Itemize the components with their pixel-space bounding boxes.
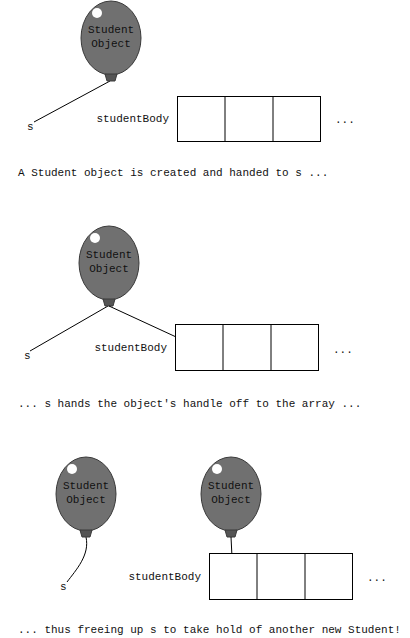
balloon-highlight bbox=[90, 233, 100, 243]
balloon-text-group: Student Object bbox=[80, 23, 142, 51]
balloon-highlight bbox=[212, 464, 222, 474]
array-cells bbox=[210, 554, 352, 599]
balloon-knot bbox=[225, 530, 237, 537]
ellipsis-mark: ... bbox=[367, 571, 387, 585]
variable-name: s bbox=[27, 120, 34, 134]
array-name: studentBody bbox=[94, 341, 167, 355]
caption-text: ... thus freeing up s to take hold of an… bbox=[18, 623, 410, 637]
balloon-body bbox=[56, 457, 116, 531]
array-box: studentBody bbox=[177, 96, 321, 142]
student-balloon: Student Object bbox=[80, 0, 142, 82]
balloon-knot bbox=[80, 530, 92, 537]
balloon-knot bbox=[105, 74, 117, 81]
array-box: studentBody bbox=[175, 324, 319, 371]
variable-name: s bbox=[24, 349, 31, 363]
balloon-body bbox=[81, 1, 141, 75]
cell-divider bbox=[257, 554, 258, 599]
array-box: studentBody bbox=[209, 553, 353, 600]
balloon-text-group: Student Object bbox=[55, 479, 117, 507]
caption-text: ... s hands the object's handle off to t… bbox=[18, 397, 410, 411]
array-cells bbox=[176, 325, 318, 370]
balloon-body bbox=[201, 457, 261, 531]
balloon-label: Student Object bbox=[78, 248, 140, 276]
cell-divider bbox=[271, 325, 272, 370]
balloon-highlight bbox=[67, 464, 77, 474]
handle-line bbox=[231, 537, 233, 553]
array-name: studentBody bbox=[96, 112, 169, 126]
balloon-text-group: Student Object bbox=[200, 479, 262, 507]
cell-divider bbox=[223, 325, 224, 370]
array-name: studentBody bbox=[128, 570, 201, 584]
cell-divider bbox=[305, 554, 306, 599]
ellipsis-mark: ... bbox=[335, 113, 355, 127]
student-balloon: Student Object bbox=[200, 456, 262, 538]
balloon-label: Student Object bbox=[55, 479, 117, 507]
student-balloon: Student Object bbox=[78, 225, 140, 307]
handle-line bbox=[109, 306, 175, 337]
balloon-body bbox=[79, 226, 139, 300]
array-cells bbox=[178, 97, 320, 141]
student-balloon: Student Object bbox=[55, 456, 117, 538]
variable-name: s bbox=[60, 580, 67, 594]
caption-text: A Student object is created and handed t… bbox=[18, 166, 410, 180]
balloon-label: Student Object bbox=[80, 23, 142, 51]
cell-divider bbox=[273, 97, 274, 141]
cell-divider bbox=[225, 97, 226, 141]
balloon-knot bbox=[103, 299, 115, 306]
balloon-label: Student Object bbox=[200, 479, 262, 507]
balloon-text-group: Student Object bbox=[78, 248, 140, 276]
string-line bbox=[67, 537, 87, 582]
ellipsis-mark: ... bbox=[333, 343, 353, 357]
balloon-highlight bbox=[92, 8, 102, 18]
